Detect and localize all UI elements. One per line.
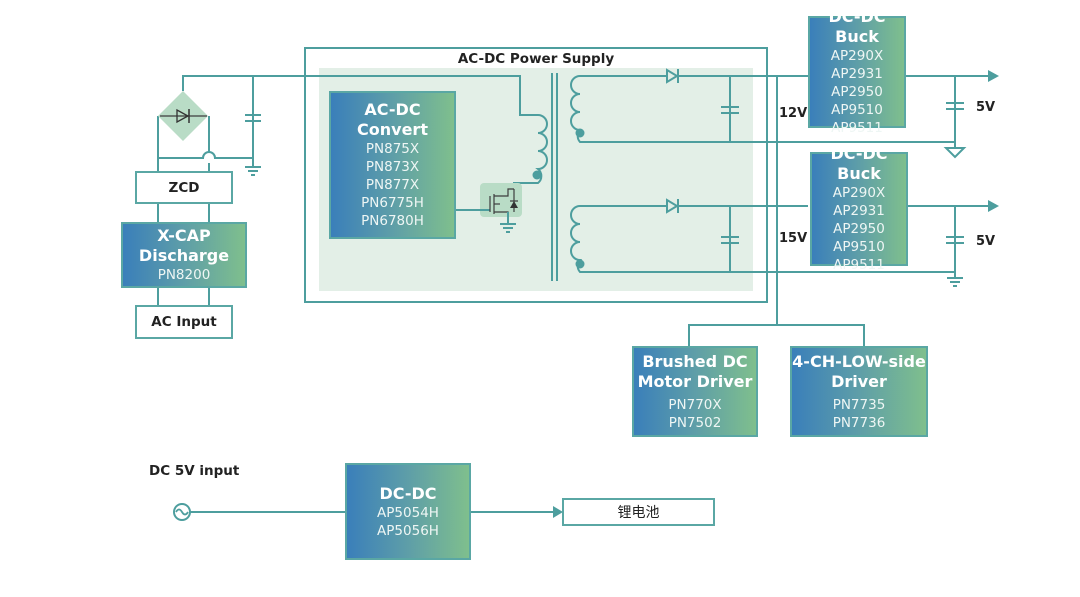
part-number: AP9510: [831, 102, 883, 118]
ground-icon: [500, 223, 516, 233]
input-wiring: [157, 75, 538, 305]
buck-15v-output: [906, 205, 990, 278]
block-title: DC-DC Buck: [830, 144, 888, 183]
block-title: Brushed DC: [642, 351, 748, 371]
ac-source-icon: [173, 503, 191, 521]
block-title: Driver: [831, 371, 887, 391]
part-number: AP2931: [833, 203, 885, 219]
part-number: AP290X: [832, 185, 886, 201]
diode-icon: [666, 198, 808, 214]
part-number: AP290X: [830, 48, 884, 64]
block-title: Convert: [357, 120, 428, 139]
zcd-box[interactable]: ZCD: [135, 171, 233, 204]
xcap-discharge-block[interactable]: X-CAP Discharge PN8200: [121, 222, 247, 288]
part-number: AP2950: [833, 221, 885, 237]
arrow-icon: [988, 200, 999, 212]
part-number: PN6775H: [361, 195, 424, 211]
power-supply-frame: [304, 47, 768, 303]
ground-icon: [943, 147, 967, 159]
ground-icon: [947, 277, 963, 287]
low-side-driver-block[interactable]: 4-CH-LOW-side Driver PN7735 PN7736: [790, 346, 928, 437]
part-number: AP2950: [831, 84, 883, 100]
diode-icon: [666, 68, 808, 84]
part-number: AP9511: [833, 257, 885, 273]
ground-icon: [245, 158, 261, 176]
part-number: PN8200: [157, 267, 211, 283]
arrow-icon: [553, 506, 563, 518]
part-number: PN877X: [365, 177, 420, 193]
part-number: PN6780H: [361, 213, 424, 229]
voltage-label-12v: 12V: [779, 106, 808, 121]
part-number: AP5054H: [377, 504, 439, 521]
dc-dc-block[interactable]: DC-DC AP5054H AP5056H: [345, 463, 471, 560]
part-number: PN7736: [832, 414, 886, 431]
output-label-5v-bottom: 5V: [976, 234, 996, 249]
ac-input-box[interactable]: AC Input: [135, 305, 233, 339]
block-title: DC-DC Buck: [828, 7, 886, 46]
part-number: PN875X: [365, 141, 420, 157]
block-title: DC-DC: [379, 483, 437, 503]
block-title: Discharge: [138, 246, 230, 265]
part-number: PN873X: [365, 159, 420, 175]
part-number: PN770X: [668, 396, 722, 413]
part-number: PN7502: [668, 414, 722, 431]
voltage-label-15v: 15V: [779, 231, 808, 246]
capacitor-icon: [721, 206, 739, 272]
output-bus: [688, 76, 865, 346]
transformer-icon: [513, 73, 955, 281]
buck-12v-output: [906, 75, 990, 148]
block-title: AC-DC: [364, 100, 421, 119]
buck-15v-block[interactable]: DC-DC Buck AP290X AP2931 AP2950 AP9510 A…: [810, 144, 908, 273]
motor-driver-block[interactable]: Brushed DC Motor Driver PN770X PN7502: [632, 346, 758, 437]
arrow-icon: [988, 70, 999, 82]
block-title: X-CAP: [157, 226, 211, 245]
block-title: Motor Driver: [637, 371, 753, 391]
part-number: PN7735: [832, 396, 886, 413]
part-number: AP5056H: [377, 522, 439, 539]
output-label-5v-top: 5V: [976, 100, 996, 115]
dc-5v-input-label: DC 5V input: [149, 463, 240, 479]
capacitor-icon: [721, 76, 739, 142]
ac-dc-convert-block[interactable]: AC-DC Convert PN875X PN873X PN877X PN677…: [329, 91, 456, 239]
part-number: AP9511: [831, 120, 883, 136]
buck-12v-block[interactable]: DC-DC Buck AP290X AP2931 AP2950 AP9510 A…: [808, 7, 906, 136]
power-supply-title: AC-DC Power Supply: [458, 51, 615, 67]
mosfet-icon: [455, 183, 522, 224]
diode-bridge-icon: [158, 91, 208, 141]
battery-box[interactable]: 锂电池: [562, 498, 715, 526]
capacitor-icon: [245, 114, 261, 122]
block-title: 4-CH-LOW-side: [792, 351, 926, 371]
part-number: AP9510: [833, 239, 885, 255]
part-number: AP2931: [831, 66, 883, 82]
